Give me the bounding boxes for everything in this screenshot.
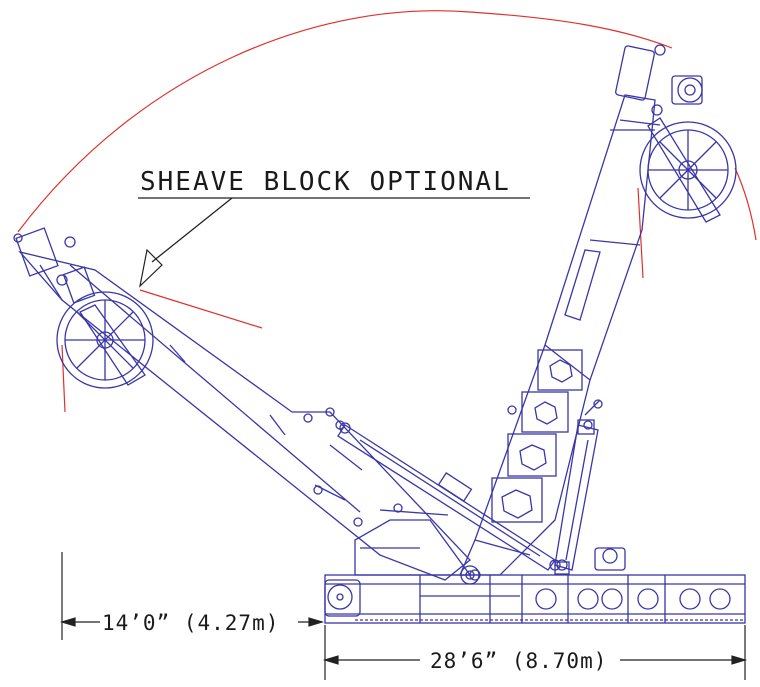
- right-boom: [459, 44, 703, 581]
- right-cylinder: [554, 419, 599, 571]
- turret: [353, 503, 480, 585]
- dimension-bottom: [322, 625, 748, 680]
- left-luffing-cylinder: [337, 422, 561, 571]
- left-boom: [13, 227, 471, 581]
- left-sheave-block: [56, 291, 154, 389]
- dimension-left-label: 14’0” (4.27m): [102, 611, 279, 635]
- dimension-bottom-label: 28’6” (8.70m): [430, 649, 607, 673]
- leader-arrow: [139, 248, 163, 288]
- structure: [13, 44, 746, 624]
- dimension-left: [59, 552, 325, 640]
- right-sheave-block: [639, 117, 737, 223]
- leader-line: [151, 197, 233, 263]
- sheave-note-label: SHEAVE BLOCK OPTIONAL: [140, 167, 511, 197]
- sheave-note: SHEAVE BLOCK OPTIONAL: [138, 167, 530, 288]
- carrier-base: [324, 547, 746, 624]
